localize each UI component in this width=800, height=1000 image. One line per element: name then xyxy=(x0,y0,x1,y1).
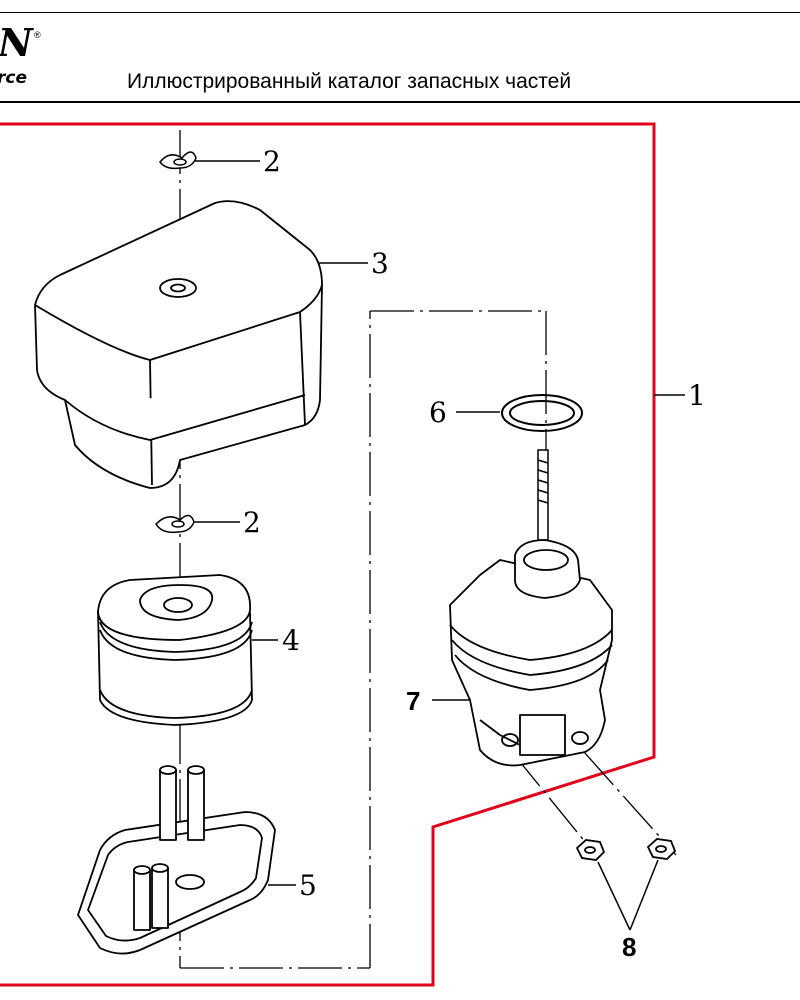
wing-nut-top xyxy=(159,151,197,170)
callout-7: 7 xyxy=(406,686,420,716)
hex-nut-left xyxy=(575,839,606,861)
wing-nut-bottom xyxy=(155,514,195,534)
callout-5: 5 xyxy=(299,869,317,902)
callout-3: 3 xyxy=(371,247,389,280)
callout-8: 8 xyxy=(622,932,636,962)
assembly-frame xyxy=(0,122,656,987)
callout-1: 1 xyxy=(688,379,706,412)
air-cleaner-cover xyxy=(34,200,323,489)
header-rule xyxy=(0,101,800,103)
logo-subtext: rce xyxy=(0,68,27,88)
intake-elbow xyxy=(449,539,613,767)
stud-bolt xyxy=(537,449,549,541)
logo-registered-mark: ® xyxy=(34,30,41,40)
logo-text: N xyxy=(0,20,33,65)
callout-4: 4 xyxy=(282,624,300,657)
callout-6: 6 xyxy=(429,396,447,429)
catalog-title: Иллюстрированный каталог запасных частей xyxy=(127,70,572,93)
hex-nut-right xyxy=(646,838,677,860)
air-cleaner-base xyxy=(77,765,276,955)
callout-2-bottom: 2 xyxy=(243,506,261,539)
leader-lines xyxy=(194,160,685,931)
top-rule xyxy=(0,12,800,13)
filter-element xyxy=(97,574,253,726)
callout-2-top: 2 xyxy=(263,145,281,178)
gasket-ring xyxy=(501,394,583,432)
